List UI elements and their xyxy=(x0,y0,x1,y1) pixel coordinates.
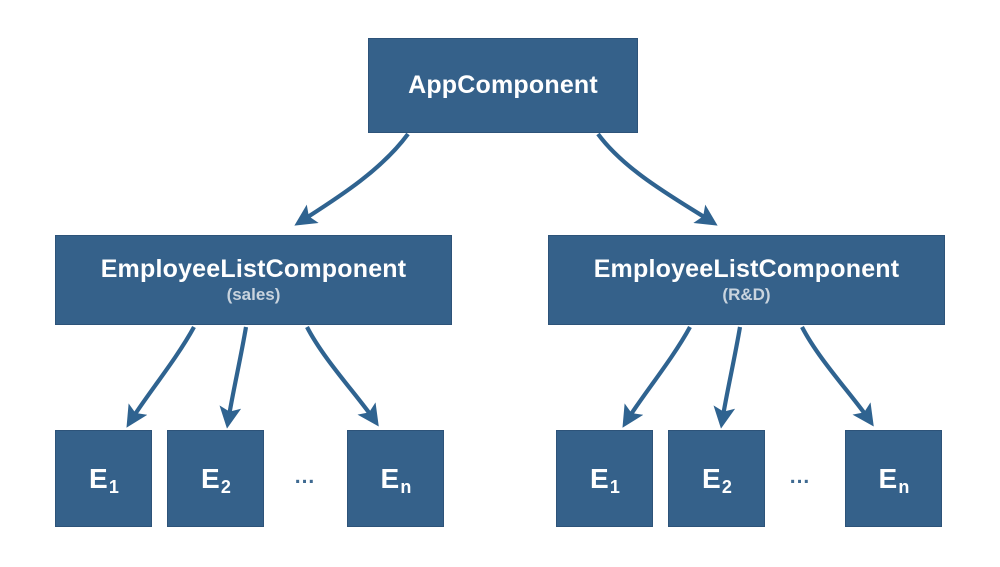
node-employee-list-sales-subtitle: (sales) xyxy=(226,285,281,305)
node-employee-right-1[interactable]: E1 xyxy=(556,430,653,527)
node-employee-right-n-label: En xyxy=(878,462,910,497)
node-employee-left-2[interactable]: E2 xyxy=(167,430,264,527)
ellipsis-left: ... xyxy=(294,465,316,488)
edge-rnd-to-e2 xyxy=(713,326,743,429)
node-employee-list-rnd-subtitle: (R&D) xyxy=(722,285,771,305)
node-employee-left-1-label: E1 xyxy=(88,462,120,497)
edge-sales-to-e2 xyxy=(219,326,249,429)
node-employee-left-n-label: En xyxy=(380,462,412,497)
node-employee-right-n[interactable]: En xyxy=(845,430,942,527)
edge-rnd-to-e1 xyxy=(622,325,692,428)
edge-app-to-sales xyxy=(294,132,410,226)
node-employee-right-2[interactable]: E2 xyxy=(668,430,765,527)
node-employee-list-sales-label: EmployeeListComponent xyxy=(100,254,407,283)
node-employee-right-2-label: E2 xyxy=(701,462,733,497)
node-employee-left-1[interactable]: E1 xyxy=(55,430,152,527)
edge-sales-to-e1 xyxy=(126,325,196,428)
node-employee-list-rnd-label: EmployeeListComponent xyxy=(593,254,900,283)
node-employee-list-component-rnd[interactable]: EmployeeListComponent (R&D) xyxy=(548,235,945,325)
node-employee-left-n[interactable]: En xyxy=(347,430,444,527)
node-employee-right-1-label: E1 xyxy=(589,462,621,497)
node-employee-left-2-label: E2 xyxy=(200,462,232,497)
node-app-component[interactable]: AppComponent xyxy=(368,38,638,133)
edge-rnd-to-en xyxy=(800,326,874,427)
node-app-component-label: AppComponent xyxy=(408,71,598,100)
edge-sales-to-en xyxy=(305,326,379,427)
ellipsis-right: ... xyxy=(789,465,811,488)
edge-app-to-rnd xyxy=(596,132,718,226)
node-employee-list-component-sales[interactable]: EmployeeListComponent (sales) xyxy=(55,235,452,325)
